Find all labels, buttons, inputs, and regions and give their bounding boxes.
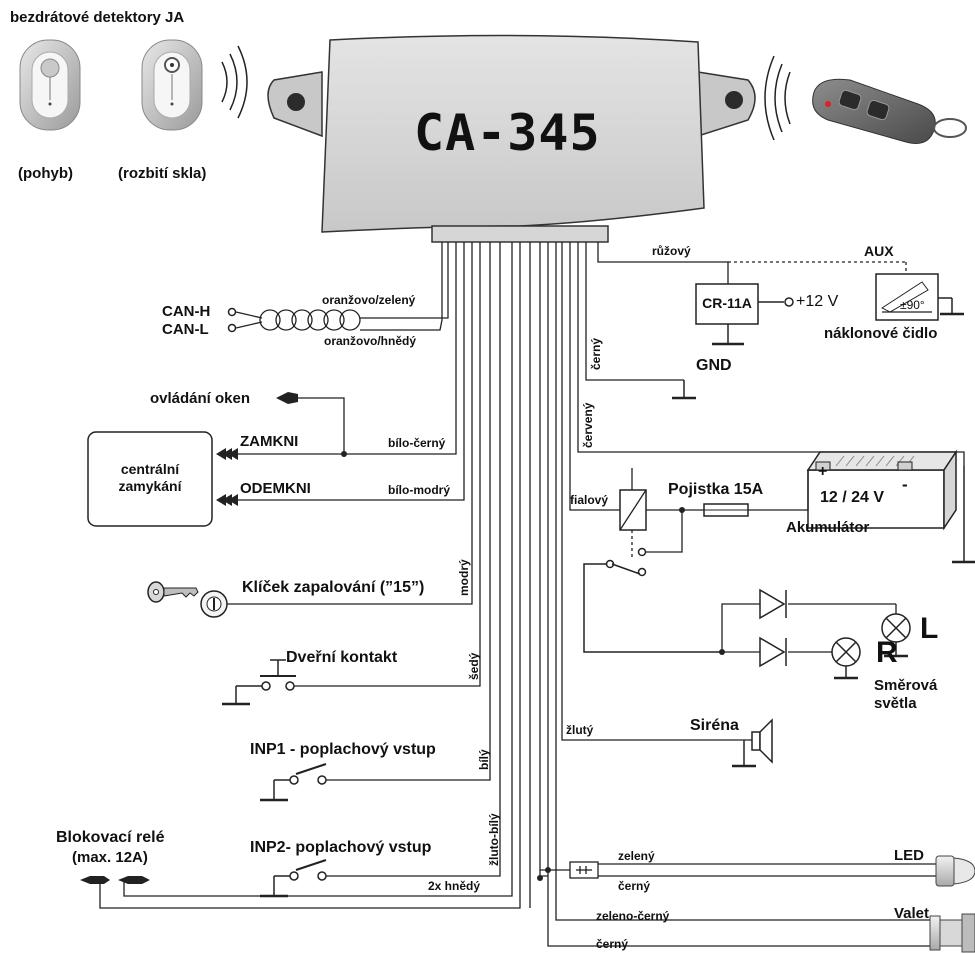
window-control-wire <box>298 397 345 454</box>
radio-waves-icon <box>221 45 248 119</box>
siren-icon <box>751 718 773 764</box>
tilt-ground-icon <box>938 297 964 316</box>
can-h-label: CAN-H <box>162 303 211 320</box>
cr-11a-label: CR-11A <box>702 295 752 311</box>
remote-key-fob-icon <box>812 78 967 144</box>
central-locking-line2: zamykání <box>118 478 182 494</box>
aux-pink-wire-color: růžový <box>652 244 691 258</box>
ignition-key-icon <box>147 581 199 603</box>
glass-break-detector-icon <box>141 39 203 131</box>
relay-contact-icon <box>583 547 722 653</box>
supply-voltage-label: +12 V <box>796 293 839 310</box>
central-locking-title: centrální zamykání <box>88 462 212 493</box>
indicator-wiring <box>721 603 897 653</box>
gnd-wire-color: černý <box>589 337 603 370</box>
control-unit-housing <box>267 34 756 243</box>
motion-detector-label: (pohyb) <box>18 165 73 182</box>
battery-minus: - <box>902 475 908 494</box>
motion-detector-icon <box>19 39 81 131</box>
gnd-label: GND <box>696 357 732 374</box>
battery-ground-icon <box>952 466 975 564</box>
siren-ground-icon <box>732 740 756 768</box>
cr-11a-ground-icon <box>712 324 744 346</box>
tilt-angle-label: ±90° <box>900 298 925 312</box>
cr-11a-module <box>695 283 759 325</box>
led-black-wire: černý <box>618 879 651 893</box>
block-relay-connector-icon <box>80 876 150 884</box>
inp1-wire-color: bílý <box>477 749 491 770</box>
central-locking-box <box>87 431 213 527</box>
unlock-label: ODEMKNI <box>240 480 311 497</box>
indicators-label-2: světla <box>874 695 917 712</box>
inp2-label: INP2- poplachový vstup <box>250 839 432 856</box>
inp2-switch-icon <box>260 859 327 898</box>
indicator-right-label: R <box>876 636 898 669</box>
tilt-sensor-label: náklonové čidlo <box>824 325 938 342</box>
relay-wiring <box>631 468 809 560</box>
ignition-switch-icon <box>200 590 228 618</box>
glass-break-label: (rozbití skla) <box>118 165 207 182</box>
door-wire-color: šedý <box>467 652 481 680</box>
lock-wire-color: bílo-černý <box>388 436 446 450</box>
block-relay-label: Blokovací relé <box>56 829 165 846</box>
block-relay-wire-color: 2x hnědý <box>428 879 481 893</box>
can-l-label: CAN-L <box>162 321 209 338</box>
lamp-right-icon <box>831 637 861 680</box>
wire-harness <box>99 242 965 947</box>
block-relay-max: (max. 12A) <box>72 849 148 866</box>
valet-green-black-wire: zeleno-černý <box>596 909 670 923</box>
junction-dot <box>341 451 347 457</box>
inp1-label: INP1 - poplachový vstup <box>250 741 436 758</box>
unlock-wire-color: bílo-modrý <box>388 483 450 497</box>
valet-button-icon <box>929 913 975 953</box>
door-contact-label: Dveřní kontakt <box>286 649 398 666</box>
window-connector-icon <box>276 392 298 404</box>
inp2-wire-color: žluto-bílý <box>487 813 501 866</box>
led-icon <box>935 855 975 887</box>
aux-label: AUX <box>864 243 894 259</box>
can-l-terminal <box>227 323 237 333</box>
gnd-symbol-icon <box>672 380 696 400</box>
indicator-left-label: L <box>920 612 939 645</box>
relay-wire-color: fialový <box>570 493 609 507</box>
lock-label: ZAMKNI <box>240 433 299 450</box>
supply-terminal-icon <box>758 297 794 307</box>
siren-wire-color: žlutý <box>566 723 594 737</box>
unit-model-title: CA-345 <box>414 104 601 162</box>
battery-plus: + <box>818 463 828 480</box>
window-control-label: ovládání oken <box>150 390 251 407</box>
door-contact-switch-icon <box>222 659 296 706</box>
inp1-switch-icon <box>260 763 327 802</box>
lamp-left-icon <box>881 613 911 658</box>
valet-black-wire: černý <box>596 937 629 951</box>
battery-wire-color: červený <box>581 402 595 448</box>
diode-right-icon <box>759 636 787 668</box>
ignition-wire-color: modrý <box>457 559 471 596</box>
can-h-terminal <box>227 307 237 317</box>
diode-left-icon <box>759 588 787 620</box>
radio-waves-icon <box>764 55 791 141</box>
battery-icon <box>806 449 958 531</box>
led-connector-icon <box>569 861 599 879</box>
tilt-sensor-icon <box>880 281 929 313</box>
battery-label: Akumulátor <box>786 519 870 536</box>
central-locking-line1: centrální <box>120 461 180 477</box>
led-wiring <box>539 863 936 877</box>
led-label: LED <box>894 847 924 864</box>
can-l-wire-color: oranžovo/hnědý <box>324 334 417 348</box>
can-h-wire-color: oranžovo/zelený <box>322 293 416 307</box>
siren-label: Siréna <box>690 717 739 734</box>
valet-label: Valet <box>894 905 930 922</box>
led-green-wire: zelený <box>618 849 655 863</box>
wireless-detectors-title: bezdrátové detektory JA <box>10 9 185 26</box>
can-twisted-pair <box>235 309 361 331</box>
battery-voltage: 12 / 24 V <box>820 489 885 506</box>
ignition-label: Klíček zapalování (”15”) <box>242 579 425 596</box>
lock-connector-arrows <box>216 448 238 506</box>
fuse-label: Pojistka 15A <box>668 481 764 498</box>
indicators-label-1: Směrová <box>874 677 938 694</box>
